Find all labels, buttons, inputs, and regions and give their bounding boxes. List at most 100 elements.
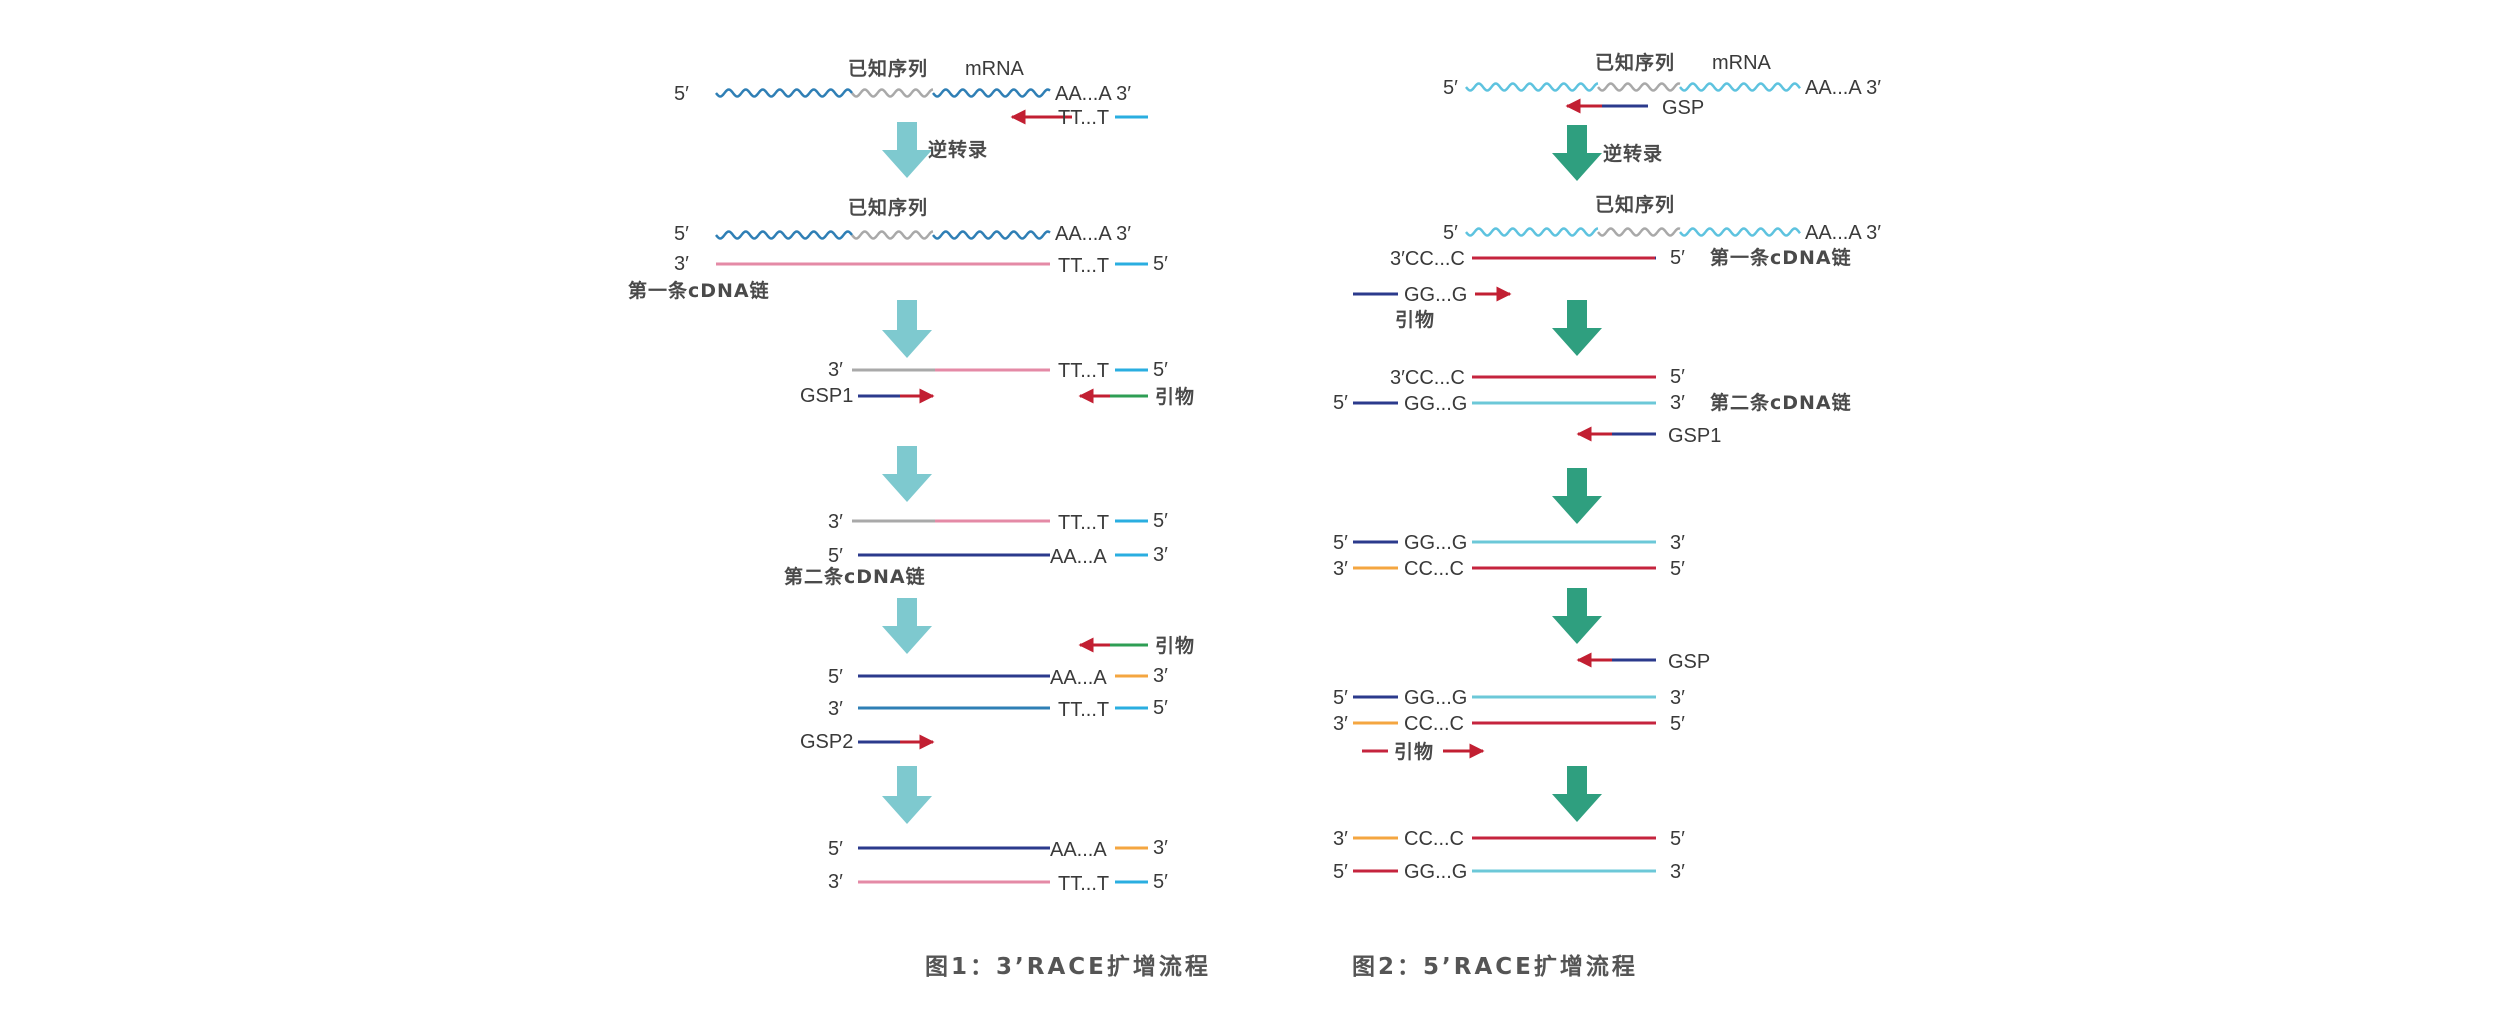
fig1-row4-3end: 3′ bbox=[828, 511, 843, 533]
fig1-caption: 图1：3’RACE扩增流程 bbox=[925, 953, 1211, 980]
fig1-known-seq-label-2: 已知序列 bbox=[848, 196, 928, 219]
fig1-row3-3end: 3′ bbox=[828, 359, 843, 381]
fig2-row5b-polyC: CC...C bbox=[1404, 713, 1464, 735]
fig1-row2-3end: 3′ bbox=[674, 253, 689, 275]
fig2-anchor-primer-polyG: GG...G bbox=[1404, 284, 1467, 306]
fig1-reverse-transcription-label: 逆转录 bbox=[928, 138, 988, 161]
fig2-row4-polyG: GG...G bbox=[1404, 532, 1467, 554]
fig1-mrna-wave-known bbox=[851, 88, 934, 98]
fig2-second-strand-label: 第二条cDNA链 bbox=[1710, 391, 1852, 414]
fig1-row6b-polyT: TT...T bbox=[1058, 873, 1109, 895]
fig2-row6b-5end: 5′ bbox=[1333, 861, 1348, 883]
fig2-row2-5end-right: 5′ bbox=[1670, 247, 1685, 269]
fig1-row6b-3end: 3′ bbox=[828, 871, 843, 893]
fig2-mrna-label: mRNA bbox=[1712, 52, 1772, 74]
fig2-row2-5end: 5′ bbox=[1443, 222, 1458, 244]
fig1-row2-wave-right bbox=[932, 230, 1051, 240]
fig1-mrna-polyA: AA...A 3′ bbox=[1055, 83, 1131, 105]
fig1-row6-polyA: AA...A bbox=[1050, 839, 1107, 861]
fig1-row6-5end: 5′ bbox=[828, 838, 843, 860]
fig1-row5-5end: 5′ bbox=[828, 666, 843, 688]
fig2-known-seq-label: 已知序列 bbox=[1595, 51, 1675, 74]
fig1-mrna-wave-right bbox=[932, 88, 1051, 98]
fig1-row2-5end-right: 5′ bbox=[1153, 253, 1168, 275]
fig2-flow-arrow-4 bbox=[1552, 588, 1602, 644]
fig2-mrna-wave-right bbox=[1679, 82, 1801, 92]
fig1-primer-label: 引物 bbox=[1155, 385, 1195, 408]
fig1-row5b-polyT: TT...T bbox=[1058, 699, 1109, 721]
fig2-row6b-3end: 3′ bbox=[1670, 861, 1685, 883]
fig2-reverse-transcription-label: 逆转录 bbox=[1603, 142, 1663, 165]
fig1-row3-polyT: TT...T bbox=[1058, 360, 1109, 382]
fig2-row5b-3end: 3′ bbox=[1333, 713, 1348, 735]
fig2-row3b-polyG: GG...G bbox=[1404, 393, 1467, 415]
fig1-row5-primer-label: 引物 bbox=[1155, 634, 1195, 657]
fig1-row5b-3end: 3′ bbox=[828, 698, 843, 720]
fig2-row2-wave-known bbox=[1597, 227, 1681, 237]
fig2-first-strand-label: 第一条cDNA链 bbox=[1710, 246, 1852, 269]
fig2-mrna-5end: 5′ bbox=[1443, 77, 1458, 99]
fig2-row4b-3end: 3′ bbox=[1333, 558, 1348, 580]
fig2-row5-polyG: GG...G bbox=[1404, 687, 1467, 709]
fig2-row2-wave-right bbox=[1679, 227, 1801, 237]
fig1-gsp2-label: GSP2 bbox=[800, 731, 853, 753]
fig1-known-seq-label: 已知序列 bbox=[848, 57, 928, 80]
fig1-flow-arrow-3 bbox=[882, 446, 932, 502]
fig1-row2-polyT: TT...T bbox=[1058, 255, 1109, 277]
fig1-flow-arrow-1 bbox=[882, 122, 932, 178]
fig2-gsp1-label: GSP1 bbox=[1668, 425, 1721, 447]
fig1-flow-arrow-2 bbox=[882, 300, 932, 358]
fig1-row4b-3end: 3′ bbox=[1153, 544, 1168, 566]
fig2-row3b-3end: 3′ bbox=[1670, 392, 1685, 414]
fig2-row5b-5end: 5′ bbox=[1670, 713, 1685, 735]
fig1-row2-wave-left bbox=[715, 230, 853, 240]
fig1-second-strand-label: 第二条cDNA链 bbox=[784, 565, 926, 588]
fig1-mrna-5end: 5′ bbox=[674, 83, 689, 105]
fig1-row3-5end: 5′ bbox=[1153, 359, 1168, 381]
fig2-known-seq-label-2: 已知序列 bbox=[1595, 193, 1675, 216]
fig1-row5b-5end: 5′ bbox=[1153, 697, 1168, 719]
figure-5race: 已知序列 mRNA 5′ AA...A 3′ GSP 逆转录 已知序列 5′ A… bbox=[1333, 51, 1881, 980]
fig2-row6-5end: 5′ bbox=[1670, 828, 1685, 850]
fig2-row4-3end: 3′ bbox=[1670, 532, 1685, 554]
fig2-row2-polyC: 3′CC...C bbox=[1390, 248, 1465, 270]
fig1-mrna-wave-left bbox=[715, 88, 853, 98]
fig1-row4-5end: 5′ bbox=[1153, 510, 1168, 532]
fig2-mrna-wave-left bbox=[1465, 82, 1599, 92]
fig1-mrna-label: mRNA bbox=[965, 58, 1025, 80]
fig2-anchor-primer-label: 引物 bbox=[1395, 308, 1435, 331]
fig2-row2-polyA: AA...A 3′ bbox=[1805, 222, 1881, 244]
fig2-row4b-5end: 5′ bbox=[1670, 558, 1685, 580]
fig2-row3b-5end: 5′ bbox=[1333, 392, 1348, 414]
fig1-row5-polyA: AA...A bbox=[1050, 667, 1107, 689]
figure-3race: 已知序列 mRNA 5′ AA...A 3′ TT...T 逆转录 已知序列 5… bbox=[628, 57, 1211, 980]
fig1-row2-polyA: AA...A 3′ bbox=[1055, 223, 1131, 245]
fig2-mrna-polyA: AA...A 3′ bbox=[1805, 77, 1881, 99]
fig1-gsp1-label: GSP1 bbox=[800, 385, 853, 407]
fig1-row2-wave-known bbox=[851, 230, 934, 240]
fig2-row4-5end: 5′ bbox=[1333, 532, 1348, 554]
fig2-flow-arrow-2 bbox=[1552, 300, 1602, 356]
fig2-row5-5end: 5′ bbox=[1333, 687, 1348, 709]
fig2-row4b-polyC: CC...C bbox=[1404, 558, 1464, 580]
fig1-row6-3end: 3′ bbox=[1153, 837, 1168, 859]
fig2-flow-arrow-3 bbox=[1552, 468, 1602, 524]
fig2-row5-primer-label: 引物 bbox=[1394, 740, 1434, 763]
fig1-oligodt-polyT: TT...T bbox=[1058, 107, 1109, 129]
fig2-gsp-label: GSP bbox=[1662, 97, 1704, 119]
fig2-row6-3end: 3′ bbox=[1333, 828, 1348, 850]
fig1-first-strand-label: 第一条cDNA链 bbox=[628, 279, 770, 302]
fig1-row4b-5end: 5′ bbox=[828, 545, 843, 567]
fig1-row4-polyT: TT...T bbox=[1058, 512, 1109, 534]
fig2-row3-polyC: 3′CC...C bbox=[1390, 367, 1465, 389]
fig2-flow-arrow-1 bbox=[1552, 125, 1602, 181]
fig1-row5-3end: 3′ bbox=[1153, 665, 1168, 687]
fig2-row2-wave-left bbox=[1465, 227, 1599, 237]
fig1-flow-arrow-5 bbox=[882, 766, 932, 824]
fig2-flow-arrow-5 bbox=[1552, 766, 1602, 822]
fig2-caption: 图2：5’RACE扩增流程 bbox=[1352, 953, 1638, 980]
fig2-row5-gsp-label: GSP bbox=[1668, 651, 1710, 673]
fig1-row2-5end: 5′ bbox=[674, 223, 689, 245]
